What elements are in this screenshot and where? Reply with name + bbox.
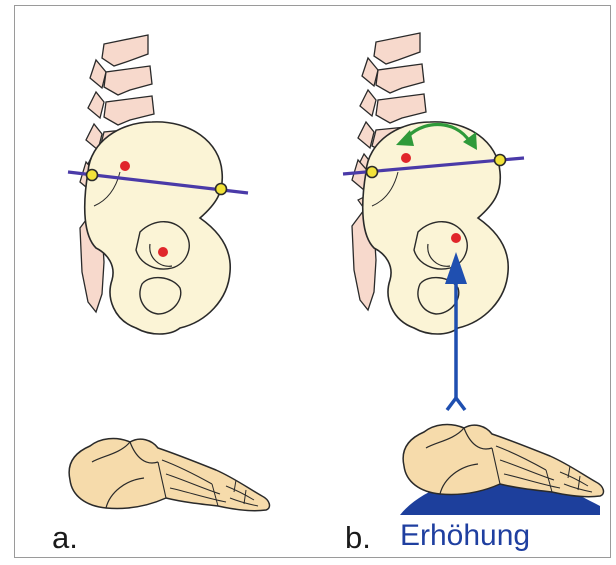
lift-annotation: Erhöhung xyxy=(400,521,530,551)
joint-marker-left-a xyxy=(87,170,98,181)
pelvis-a xyxy=(85,122,230,334)
panel-b-label: b. xyxy=(345,522,371,553)
marker-hip-socket-b xyxy=(451,233,461,243)
pelvis-b xyxy=(363,122,508,334)
joint-marker-left-b xyxy=(367,167,378,178)
panel-b xyxy=(343,33,603,515)
joint-marker-right-a xyxy=(216,184,227,195)
joint-marker-right-b xyxy=(495,155,506,166)
marker-sacrum-a xyxy=(120,161,130,171)
foot-a xyxy=(69,439,269,511)
marker-hip-socket-a xyxy=(158,247,168,257)
panel-a xyxy=(68,35,269,511)
panel-a-label: a. xyxy=(52,522,78,553)
marker-sacrum-b xyxy=(401,153,411,163)
